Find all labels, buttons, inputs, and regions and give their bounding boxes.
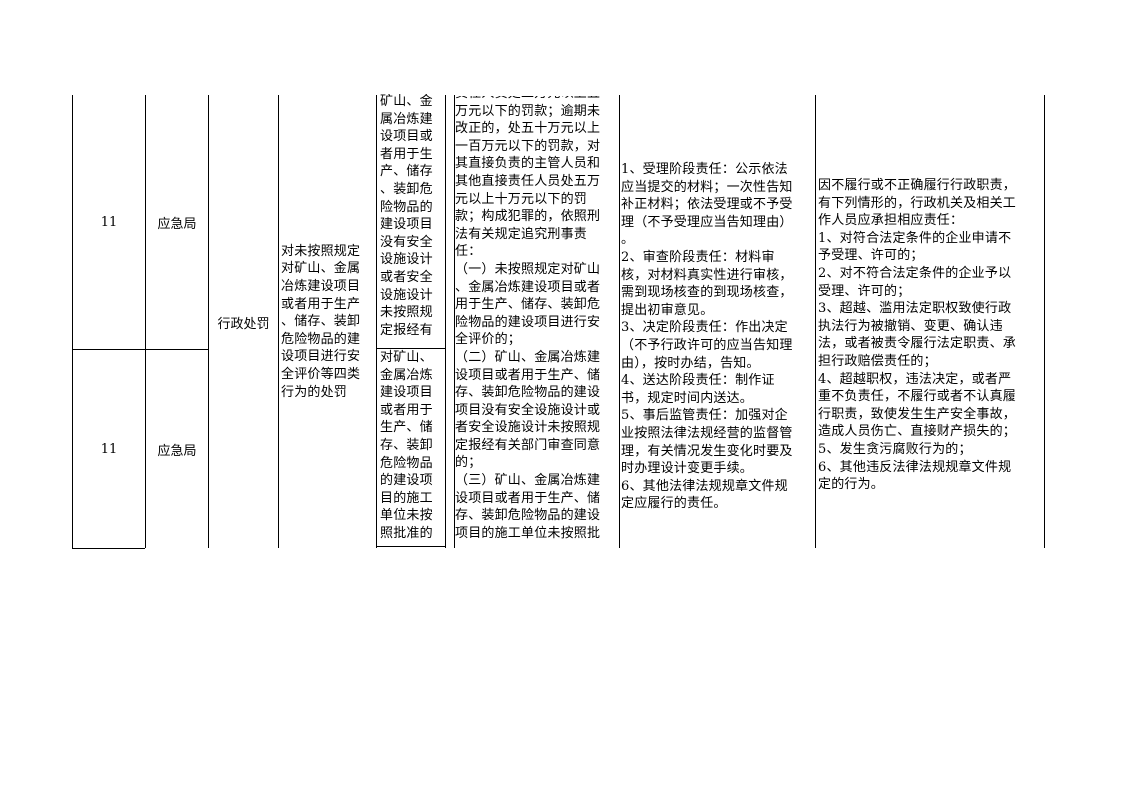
table-divider bbox=[208, 95, 209, 548]
item-name-cell: 对未按照规定 对矿山、金属 冶炼建设项目 或者用于生产 、储存、装卸 危险物品的… bbox=[279, 96, 376, 548]
row-index-cell: 11 bbox=[73, 350, 145, 548]
sub-cell-border bbox=[376, 546, 445, 547]
item-name: 对未按照规定 对矿山、金属 冶炼建设项目 或者用于生产 、储存、装卸 危险物品的… bbox=[281, 243, 361, 400]
sub-item-cell: 矿山、金 属冶炼建 设项目或 者用于生 产、储存 、装卸危 险物品的 建设项目 … bbox=[377, 94, 445, 348]
accountability-text: 因不履行或不正确履行行政职责， 有下列情形的，行政机关及相关工 作人员应承担相应… bbox=[818, 178, 1017, 493]
department-cell: 应急局 bbox=[146, 350, 208, 548]
sub-item-text: 矿山、金 属冶炼建 设项目或 者用于生 产、储存 、装卸危 险物品的 建设项目 … bbox=[380, 94, 433, 338]
responsibility-text: 1、受理阶段责任：公示依法 应当提交的材料；一次性告知 补正材料；依法受理或不予… bbox=[621, 162, 793, 512]
row-index: 11 bbox=[100, 441, 118, 457]
row-divider bbox=[72, 349, 208, 350]
table-divider bbox=[278, 95, 279, 548]
table-border-left bbox=[72, 95, 73, 548]
department-name: 应急局 bbox=[157, 443, 197, 459]
department-cell: 应急局 bbox=[146, 96, 208, 349]
table-divider bbox=[815, 95, 816, 548]
table-border-right bbox=[1044, 95, 1045, 548]
table-divider bbox=[454, 95, 455, 548]
table-bottom-border bbox=[72, 548, 145, 549]
table-divider bbox=[619, 95, 620, 548]
row-index-cell: 11 bbox=[73, 96, 145, 349]
responsibility-cell: 1、受理阶段责任：公示依法 应当提交的材料；一次性告知 补正材料；依法受理或不予… bbox=[620, 96, 815, 548]
basis-cell: 责任人员处二万元以上五 万元以下的罚款；逾期未 改正的，处五十万元以上 一百万元… bbox=[455, 96, 619, 548]
row-index: 11 bbox=[100, 215, 118, 230]
category-label: 行政处罚 bbox=[217, 316, 270, 332]
department-name: 应急局 bbox=[157, 217, 197, 232]
table-divider bbox=[445, 95, 446, 548]
sub-item-text: 对矿山、 金属冶炼 建设项目 或者用于 生产、储 存、装卸 危险物品 的建设项 … bbox=[380, 350, 433, 541]
row-divider bbox=[376, 348, 445, 349]
table-divider bbox=[376, 95, 377, 548]
penalty-basis-text: 责任人员处二万元以上五 万元以下的罚款；逾期未 改正的，处五十万元以上 一百万元… bbox=[455, 96, 601, 541]
category-cell: 行政处罚 bbox=[209, 96, 278, 548]
accountability-cell: 因不履行或不正确履行行政职责， 有下列情形的，行政机关及相关工 作人员应承担相应… bbox=[816, 96, 1044, 548]
table-divider bbox=[145, 95, 146, 548]
sub-item-cell: 对矿山、 金属冶炼 建设项目 或者用于 生产、储 存、装卸 危险物品 的建设项 … bbox=[377, 349, 445, 546]
